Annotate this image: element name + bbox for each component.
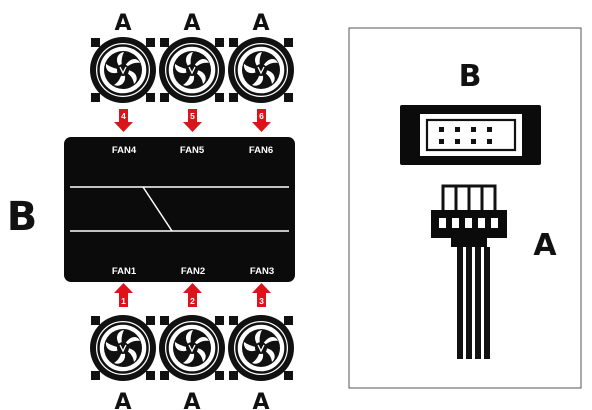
fan-header-socket	[400, 105, 541, 165]
svg-text:2: 2	[190, 296, 195, 306]
fan-label-a: A	[183, 390, 200, 410]
svg-text:6: 6	[259, 111, 264, 121]
arrow-up-icon: 3	[252, 283, 271, 307]
svg-text:4: 4	[121, 111, 126, 121]
fan-label-a: A	[114, 11, 131, 36]
fan-icon	[88, 313, 158, 383]
port-label-fan3: FAN3	[250, 266, 274, 277]
connection-arrows-top: 4 5 6	[114, 109, 271, 132]
header-label-b: B	[459, 59, 482, 94]
fan-row-bottom: A A A	[88, 313, 296, 410]
fan-row-top: A A A	[88, 11, 296, 105]
arrow-up-icon: 1	[114, 283, 133, 307]
port-label-fan4: FAN4	[112, 145, 137, 156]
fan-icon	[226, 313, 296, 383]
fan-label-a: A	[114, 390, 131, 410]
port-label-fan6: FAN6	[249, 145, 273, 156]
fan-icon	[157, 35, 227, 105]
arrow-up-icon: 2	[183, 283, 202, 307]
connector-detail-panel: B	[348, 27, 582, 389]
svg-text:5: 5	[190, 111, 195, 121]
port-label-fan1: FAN1	[112, 266, 137, 277]
arrow-down-icon: 5	[183, 109, 202, 132]
port-label-fan5: FAN5	[180, 145, 205, 156]
fan-hub: FAN4 FAN5 FAN6 FAN1 FAN2 FAN3	[64, 137, 295, 282]
fan-icon	[88, 35, 158, 105]
hub-label-b: B	[7, 194, 38, 240]
port-label-fan2: FAN2	[181, 266, 205, 277]
connection-arrows-bottom: 1 2 3	[114, 283, 271, 307]
fan-label-a: A	[252, 390, 269, 410]
svg-text:1: 1	[121, 296, 126, 306]
svg-text:3: 3	[259, 296, 264, 306]
arrow-down-icon: 6	[252, 109, 271, 132]
fan-icon	[226, 35, 296, 105]
plug-label-a: A	[533, 228, 557, 263]
fan-label-a: A	[252, 11, 269, 36]
fan-cable-wires	[457, 247, 490, 359]
fan-icon	[157, 313, 227, 383]
fan-plug-connector	[431, 184, 507, 247]
arrow-down-icon: 4	[114, 109, 133, 132]
fan-label-a: A	[183, 11, 200, 36]
